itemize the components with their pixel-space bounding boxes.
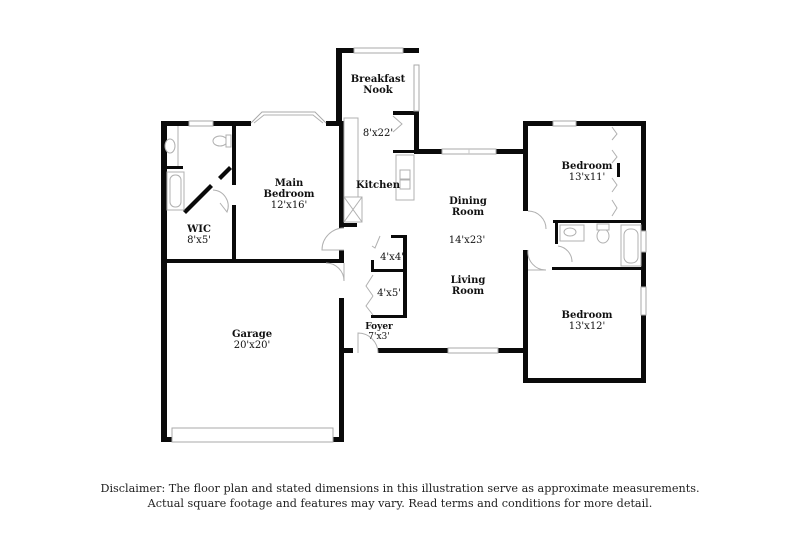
room-dimensions: 8'x5' — [187, 235, 211, 246]
room-name: Room — [451, 286, 485, 297]
room-label-garage: Garage 20'x20' — [232, 329, 272, 351]
room-name: Foyer — [365, 322, 393, 332]
room-name: Bedroom — [561, 161, 613, 172]
room-label-kitchen: Kitchen — [356, 180, 400, 191]
fixtures — [164, 117, 642, 267]
room-name: Dining — [449, 196, 487, 207]
room-dimensions: 13'x11' — [568, 172, 606, 183]
room-label-dining-living-dims: 14'x23' — [449, 235, 486, 246]
room-name: Room — [451, 207, 485, 218]
disclaimer-line-1: Disclaimer: The floor plan and stated di… — [100, 482, 700, 495]
room-label-foyer: Foyer 7'x3' — [365, 322, 393, 342]
room-label-main-bedroom: Main Bedroom 12'x16' — [264, 178, 315, 211]
room-dimensions: 14'x23' — [448, 235, 486, 246]
room-label-bedroom-2: Bedroom 13'x12' — [562, 310, 613, 332]
room-dimensions: 12'x16' — [270, 200, 308, 211]
doors — [212, 115, 618, 354]
room-name: Kitchen — [355, 180, 401, 191]
room-label-bedroom-1: Bedroom 13'x11' — [562, 161, 613, 183]
room-dimensions: 4'x5' — [377, 288, 401, 299]
room-name: Garage — [231, 329, 273, 340]
room-label-closet-2: 4'x5' — [377, 288, 401, 299]
room-name: Main — [274, 178, 304, 189]
room-dimensions: 20'x20' — [233, 340, 271, 351]
windows — [171, 47, 647, 443]
room-dimensions: 8'x22' — [362, 128, 394, 139]
room-dimensions: 13'x12' — [568, 321, 606, 332]
room-dimensions: 7'x3' — [368, 332, 390, 342]
room-label-kitchen-dims: 8'x22' — [363, 128, 393, 139]
room-name: Living — [450, 275, 486, 286]
room-name: Bedroom — [561, 310, 613, 321]
room-label-closet-1: 4'x4' — [380, 252, 404, 263]
room-name: Bedroom — [263, 189, 315, 200]
disclaimer: Disclaimer: The floor plan and stated di… — [0, 481, 800, 511]
room-dimensions: 4'x4' — [380, 252, 404, 263]
room-name: Nook — [363, 85, 393, 96]
disclaimer-line-2: Actual square footage and features may v… — [147, 497, 653, 510]
room-label-breakfast-nook: Breakfast Nook — [351, 74, 406, 96]
room-label-dining-room: Dining Room — [449, 196, 487, 218]
room-name: WIC — [187, 224, 211, 235]
room-label-wic: WIC 8'x5' — [187, 224, 211, 246]
room-label-living-room: Living Room — [451, 275, 486, 297]
walls — [161, 48, 646, 442]
room-name: Breakfast — [350, 74, 406, 85]
